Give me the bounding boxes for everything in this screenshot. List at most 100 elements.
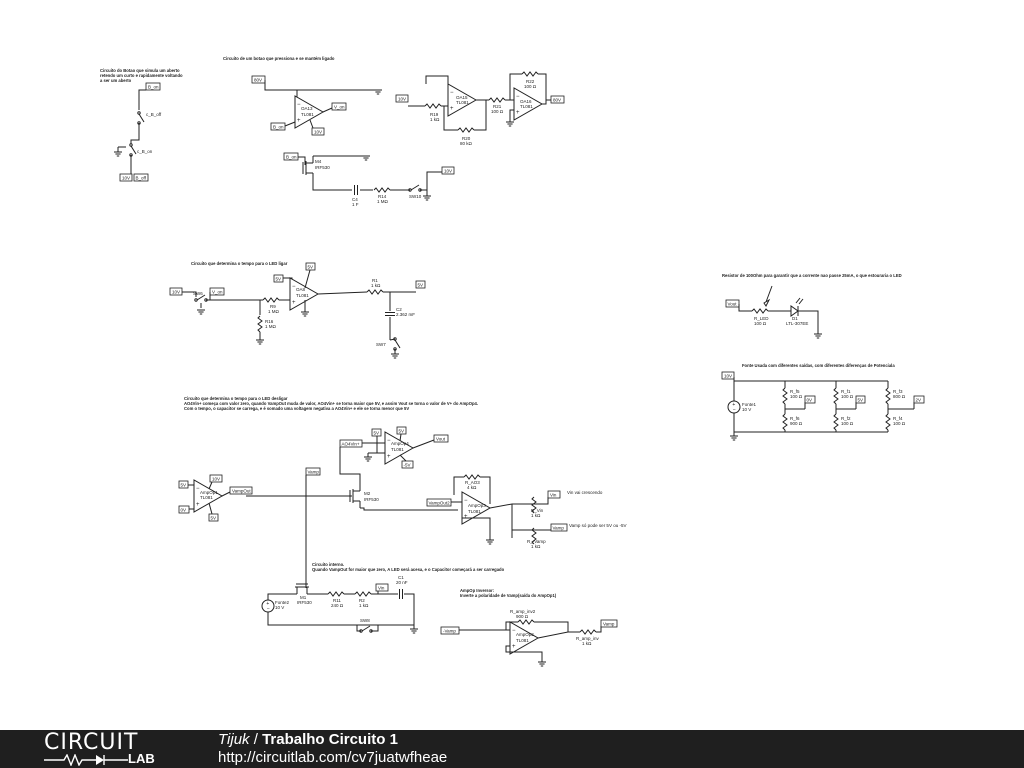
tag-b-on-3: B_on (283, 152, 299, 161)
tag-vin-a: Vin (547, 490, 561, 499)
svg-text:B_on: B_on (148, 85, 159, 90)
value-r-amp-inv: 1 kΩ (582, 641, 592, 646)
power-supply-circuit: Fonte Usada com diferentes saídas, com d… (721, 363, 925, 441)
power-supply-title: Fonte Usada com diferentes saídas, com d… (742, 363, 895, 368)
label-ampop3-model: TL081 (468, 509, 481, 514)
tag-vampout2: VampOut2 (426, 498, 452, 507)
amplifier-circuit: OA15 TL081 10V R19 1 kΩ R20 80 kΩ R21 10… (395, 71, 565, 146)
svg-text:B_on: B_on (286, 155, 297, 160)
label-r19: R19 (430, 112, 439, 117)
turn-off-title-1: Circuito que determina o tempo para o LE… (184, 396, 288, 401)
label-c-b-off: c_B_off (146, 112, 162, 117)
svg-text:V_on: V_on (212, 290, 223, 295)
led-resistor-title: Resistor de 100Ohm para garantir que a c… (722, 273, 902, 278)
label-r-f2: R_f2 (841, 416, 851, 421)
svg-text:VampOut2: VampOut2 (429, 501, 451, 506)
value-r9: 1 MΩ (268, 309, 280, 314)
label-r22: R22 (526, 79, 535, 84)
svg-text:5V: 5V (374, 431, 380, 436)
svg-text:V_on: V_on (334, 105, 345, 110)
svg-text:Vout: Vout (436, 437, 446, 442)
label-m2: M2 (364, 491, 371, 496)
label-oa16-model: TL081 (520, 104, 533, 109)
value-r-vin: 1 kΩ (531, 513, 541, 518)
circuitlab-logo[interactable]: CIRCUIT LAB (44, 732, 174, 766)
internal-title-2: Quando VampOut for maior que zero, A LED… (312, 567, 505, 572)
label-r21: R21 (493, 104, 502, 109)
project-name[interactable]: Trabalho Circuito 1 (262, 731, 398, 748)
internal-title-1: Circuito interno. (312, 562, 344, 567)
label-r16: R16 (265, 319, 274, 324)
led-circuit: Resistor de 100Ohm para garantir que a c… (722, 273, 902, 339)
label-r11: R11 (333, 598, 341, 603)
label-r9: R9 (270, 304, 276, 309)
value-r-f4: 100 Ω (893, 421, 906, 426)
value-c2: 2.362 mF (396, 312, 415, 317)
tag-10v-c: 10V (441, 166, 455, 175)
svg-text:VampOut: VampOut (232, 489, 251, 494)
svg-text:Vout: Vout (728, 302, 738, 307)
svg-text:10V: 10V (122, 176, 130, 181)
value-r-f6: 900 Ω (790, 421, 803, 426)
svg-text:B_off: B_off (136, 176, 147, 181)
tag-vin-b: Vin (375, 583, 389, 592)
svg-text:5V: 5V (181, 483, 187, 488)
label-r-f5: R_f5 (790, 389, 800, 394)
label-ampop4: AmpOp4 (391, 441, 409, 446)
tag-5v-c: 5V (415, 280, 426, 289)
value-r11: 240 Ω (331, 603, 344, 608)
label-c-b-on: c_B_on (137, 149, 153, 154)
footer-bar: CIRCUIT LAB Tijuk / Trabalho Circuito 1 … (0, 730, 1024, 768)
tag-5v-f: 5V (396, 426, 407, 435)
tag-v-on-a: V_on (331, 102, 347, 111)
logo-text-circuit: CIRCUIT (44, 730, 139, 755)
svg-text:AO4Vin+: AO4Vin+ (342, 442, 360, 447)
label-ampop3: AmpOp3 (468, 503, 486, 508)
svg-text:B_on: B_on (273, 125, 284, 130)
label-sw8: SW8 (360, 618, 370, 623)
value-r14: 1 MΩ (377, 199, 389, 204)
value-r-vamp: 1 kΩ (531, 544, 541, 549)
value-fonte1: 10 V (742, 407, 751, 412)
label-sw6: SW6 (193, 291, 203, 296)
tag-vout-b: Vout (433, 434, 449, 443)
value-fonte2: 10 V (275, 605, 284, 610)
label-oa16: OA16 (520, 99, 532, 104)
svg-text:5V: 5V (399, 429, 405, 434)
value-r21: 100 Ω (491, 109, 504, 114)
svg-text:10V: 10V (444, 169, 452, 174)
tag-5v-d: 5V (855, 395, 866, 404)
waveform-icon (44, 754, 128, 766)
svg-text:5V: 5V (418, 283, 424, 288)
svg-text:5V: 5V (276, 277, 282, 282)
author-name[interactable]: Tijuk (218, 731, 250, 748)
label-m1: M1 (300, 595, 307, 600)
value-r-amp-inv2: 900 Ω (516, 614, 529, 619)
label-ampop4-model: TL081 (391, 447, 404, 452)
label-c1: C1 (398, 575, 404, 580)
turn-off-title-2: AO4Vin+ começa com valor zero, quando Va… (184, 401, 478, 406)
tag-80v-a: 80V (251, 75, 266, 84)
project-title: Tijuk / Trabalho Circuito 1 (218, 731, 398, 749)
value-r19: 1 kΩ (430, 117, 440, 122)
label-ampop2: AmpOp2 (516, 632, 534, 637)
value-r20: 80 kΩ (460, 141, 473, 146)
label-oa15-model: TL081 (456, 100, 469, 105)
label-oa8: OA8 (296, 287, 306, 292)
label-ampop1-model: TL081 (200, 495, 213, 500)
label-r-amp-inv: R_amp_inv (576, 636, 600, 641)
tag-m-vamp: -Vamp (440, 626, 460, 635)
svg-text:80V: 80V (254, 78, 262, 83)
label-oa15: OA15 (456, 95, 468, 100)
project-url[interactable]: http://circuitlab.com/cv7juatwfheae (218, 749, 448, 766)
svg-text:Vamp: Vamp (553, 526, 565, 531)
svg-text:5V: 5V (308, 265, 314, 270)
label-c2: C2 (396, 307, 402, 312)
interlock-circuit: Circuito de um botao que pressiona e se … (223, 56, 455, 207)
label-sw7: SW7 (376, 342, 386, 347)
value-r-f2: 100 Ω (841, 421, 854, 426)
svg-text:10V: 10V (212, 477, 220, 482)
label-r1: R1 (372, 278, 378, 283)
turn-on-title: Circuito que determina o tempo para o LE… (191, 261, 288, 266)
tag-5v-h: 5V (208, 513, 219, 522)
